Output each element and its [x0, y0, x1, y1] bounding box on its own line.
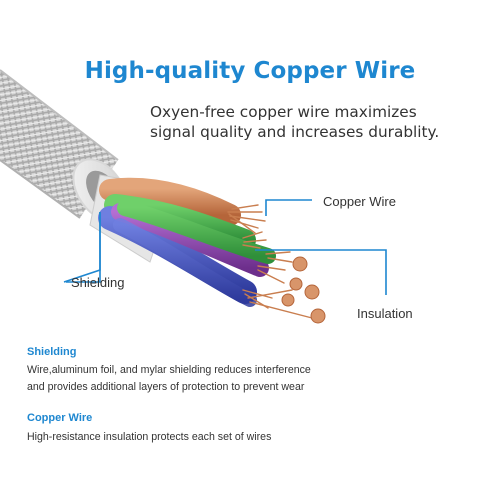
headline: High-quality Copper Wire: [84, 58, 416, 84]
subtext: Oxyen-free copper wire maximizes signal …: [150, 102, 495, 142]
subtext-line-1: Oxyen-free copper wire maximizes: [150, 103, 417, 121]
section-title-shielding: Shielding: [27, 346, 77, 358]
strand-ends: [281, 256, 326, 324]
section-body-shielding-line-1: Wire,aluminum foil, and mylar shielding …: [27, 364, 311, 376]
section-body-copper-wire: High-resistance insulation protects each…: [27, 429, 271, 446]
copper-strands: [227, 204, 313, 319]
section-body-shielding: Wire,aluminum foil, and mylar shielding …: [27, 362, 311, 396]
callout-insulation: Insulation: [357, 306, 413, 321]
section-body-copper-wire-line-1: High-resistance insulation protects each…: [27, 431, 272, 443]
subtext-line-2: signal quality and increases durablity.: [150, 123, 440, 141]
callout-shielding: Shielding: [71, 275, 125, 290]
section-title-copper-wire: Copper Wire: [27, 412, 93, 424]
section-body-shielding-line-2: and provides additional layers of protec…: [27, 381, 305, 393]
callout-copper-wire: Copper Wire: [323, 194, 396, 209]
wire-cores: [98, 177, 276, 307]
leader-lines: [63, 199, 387, 295]
